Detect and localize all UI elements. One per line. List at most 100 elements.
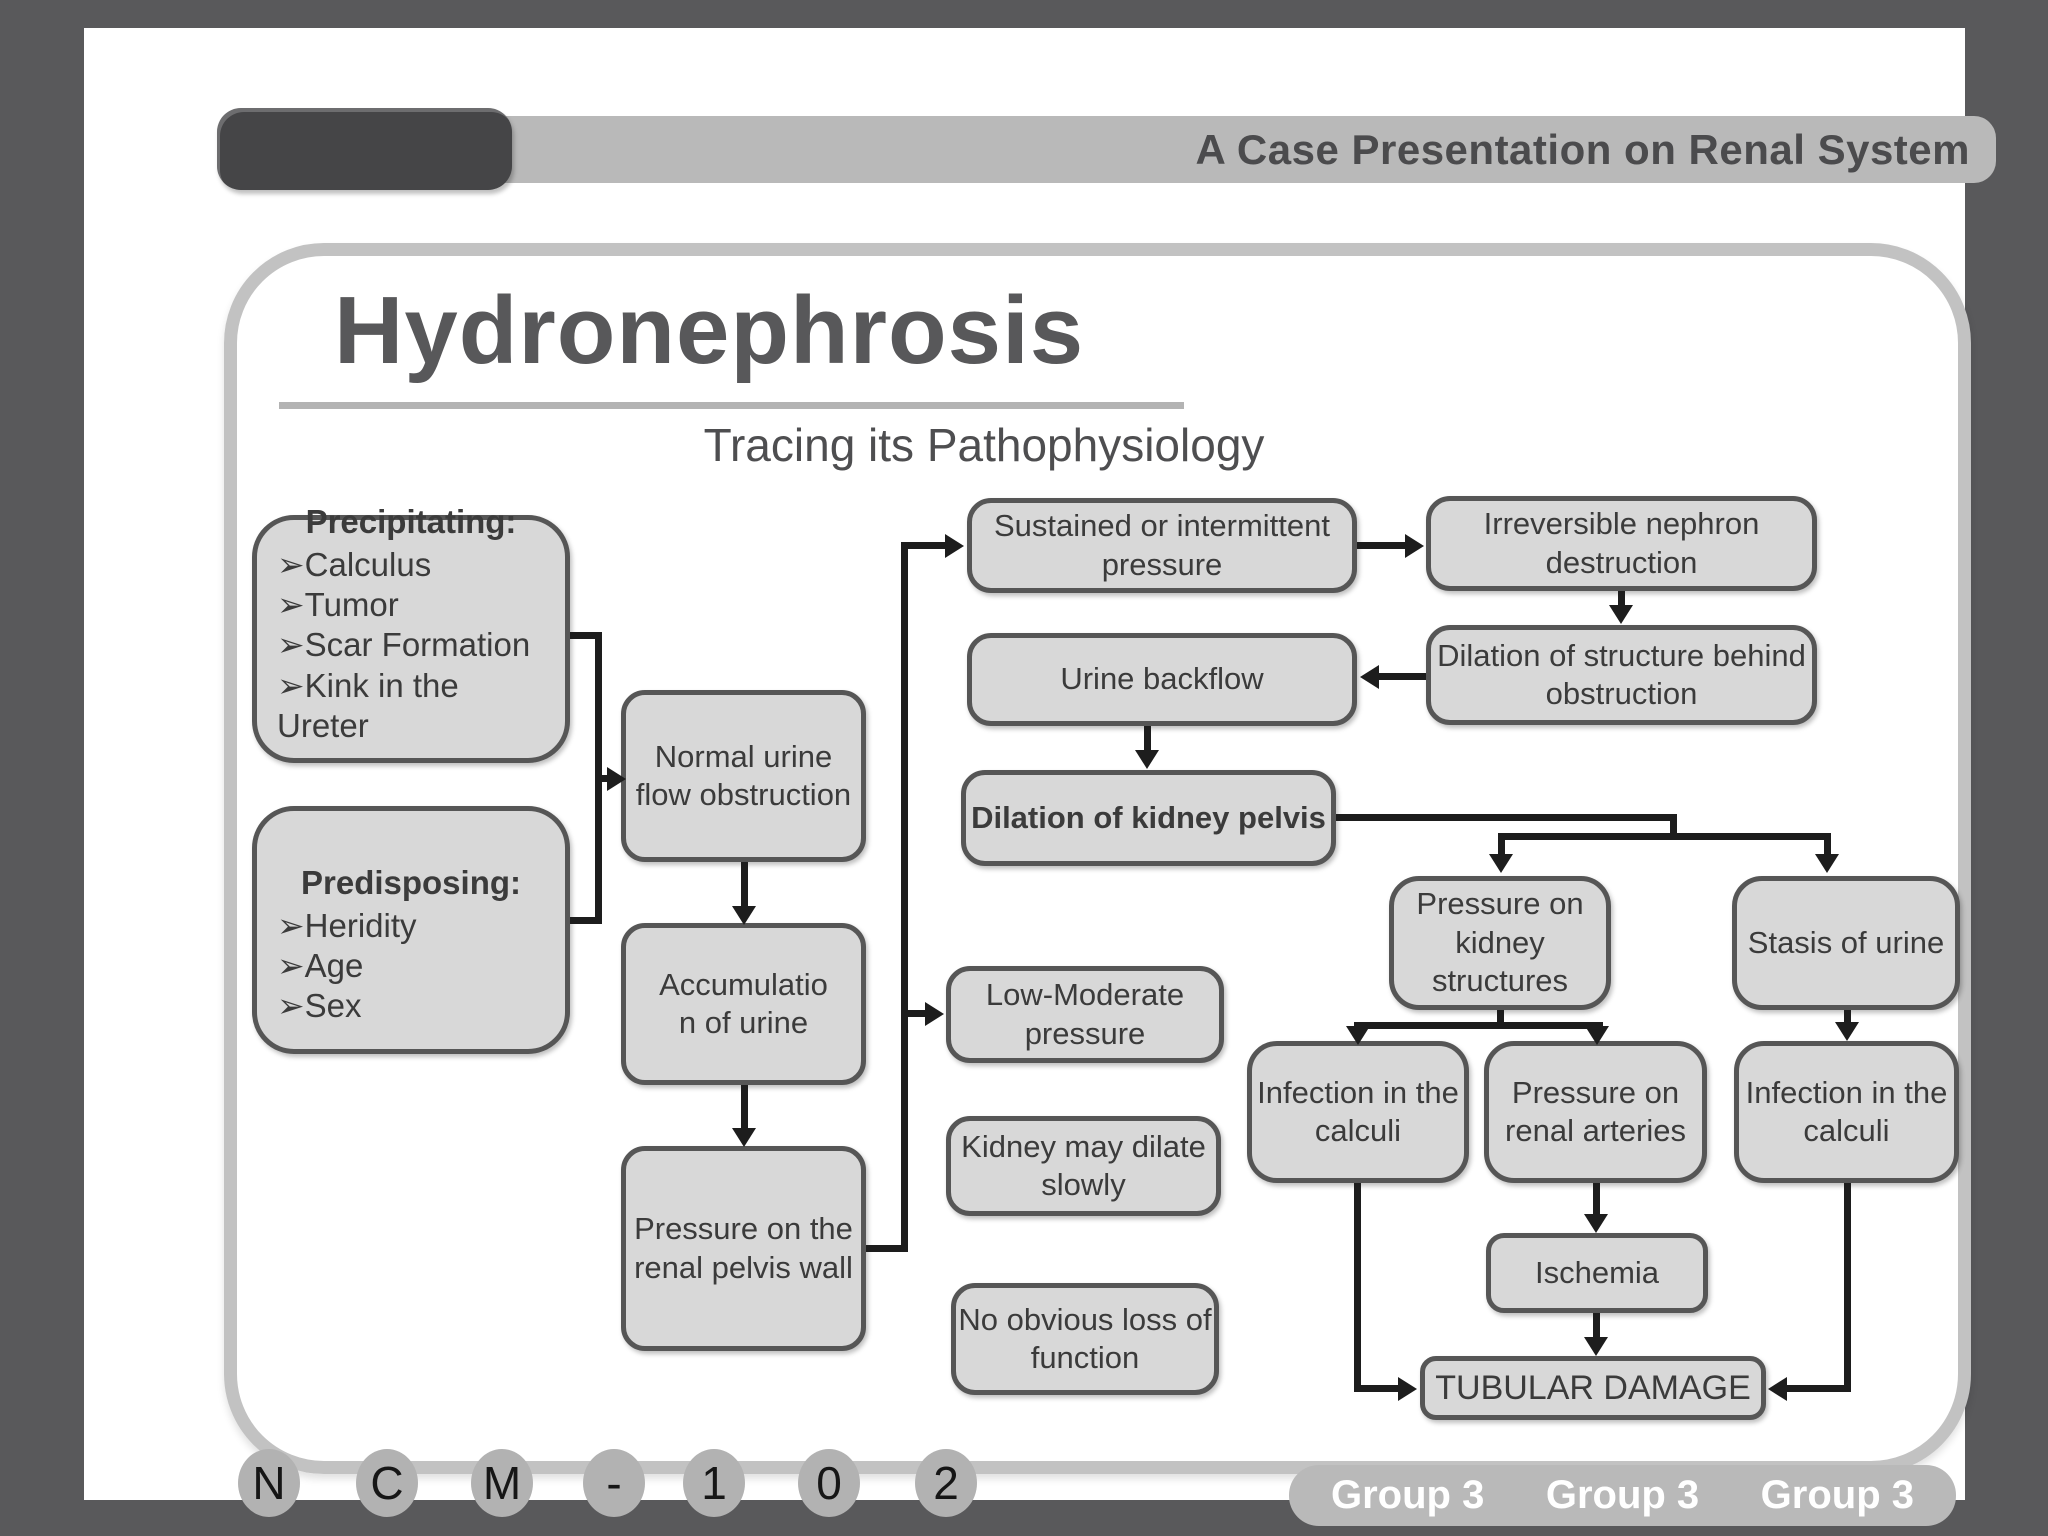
connector-line bbox=[1498, 833, 1831, 840]
connector-line bbox=[741, 1085, 748, 1131]
node-accumulation-of-urine: Accumulatio n of urine bbox=[621, 923, 866, 1085]
node-ischemia: Ischemia bbox=[1486, 1233, 1708, 1313]
arrowhead bbox=[1584, 1214, 1608, 1233]
node-precipitating: Precipitating: ➢Calculus ➢Tumor ➢Scar Fo… bbox=[252, 503, 570, 763]
node-irreversible-nephron-destruction: Irreversible nephron destruction bbox=[1426, 496, 1817, 591]
node-normal-urine-flow-obstruction: Normal urine flow obstruction bbox=[621, 690, 866, 862]
connector-line bbox=[901, 545, 908, 1252]
connector-line bbox=[570, 632, 602, 639]
connector-line bbox=[1824, 833, 1831, 857]
node-sustained-pressure: Sustained or intermittent pressure bbox=[967, 498, 1357, 593]
connector-line bbox=[1354, 1183, 1361, 1392]
connector-line bbox=[1844, 1010, 1851, 1026]
connector-line bbox=[866, 1245, 908, 1252]
connector-line bbox=[1844, 1183, 1851, 1392]
node-label: Pressure on the renal pelvis wall bbox=[634, 1211, 853, 1285]
connector-line bbox=[595, 775, 609, 782]
arrowhead bbox=[1346, 1026, 1370, 1045]
node-label: Ischemia bbox=[1534, 1254, 1660, 1290]
node-label: Accumulatio n of urine bbox=[659, 966, 828, 1040]
header-accent-box bbox=[217, 108, 512, 190]
node-label: Normal urine flow obstruction bbox=[635, 738, 852, 812]
badge-letter: 0 bbox=[798, 1449, 860, 1517]
arrowhead bbox=[1815, 854, 1839, 873]
arrowhead bbox=[925, 1002, 944, 1026]
arrowhead bbox=[1835, 1022, 1859, 1041]
node-pressure-renal-arteries: Pressure on renal arteries bbox=[1484, 1041, 1707, 1183]
connector-line bbox=[1354, 1022, 1603, 1029]
node-dilation-kidney-pelvis: Dilation of kidney pelvis bbox=[961, 770, 1336, 866]
group-label: Group 3 bbox=[1331, 1473, 1485, 1517]
arrowhead bbox=[607, 767, 626, 791]
node-label: Kidney may dilate slowly bbox=[961, 1128, 1206, 1202]
badge-letter: C bbox=[356, 1449, 418, 1517]
header-title: A Case Presentation on Renal System bbox=[1195, 125, 1970, 173]
node-label: Dilation of structure behind obstruction bbox=[1437, 637, 1806, 711]
arrowhead bbox=[732, 906, 756, 925]
group-credit-bar: Group 3 Group 3 Group 3 bbox=[1289, 1465, 1956, 1526]
node-stasis-of-urine: Stasis of urine bbox=[1732, 876, 1960, 1010]
connector-line bbox=[1378, 673, 1426, 680]
arrowhead bbox=[1585, 1026, 1609, 1045]
arrowhead bbox=[1135, 750, 1159, 769]
node-predisposing-items: ➢Heridity ➢Age ➢Sex bbox=[277, 906, 417, 1025]
badge-letter: N bbox=[238, 1449, 300, 1517]
arrowhead bbox=[732, 1128, 756, 1147]
node-label: Sustained or intermittent pressure bbox=[993, 508, 1330, 582]
connector-line bbox=[1670, 814, 1677, 840]
header-bar: A Case Presentation on Renal System bbox=[217, 116, 1996, 183]
node-label: Low-Moderate pressure bbox=[985, 977, 1185, 1051]
node-label: TUBULAR DAMAGE bbox=[1435, 1368, 1751, 1407]
node-label: Urine backflow bbox=[1060, 661, 1264, 697]
group-label: Group 3 bbox=[1545, 1473, 1700, 1517]
arrowhead bbox=[945, 534, 964, 558]
node-label: Pressure on kidney structures bbox=[1416, 886, 1584, 999]
node-label: Dilation of kidney pelvis bbox=[971, 799, 1326, 835]
node-predisposing: Predisposing: ➢Heridity ➢Age ➢Sex bbox=[252, 806, 570, 1054]
node-dilation-structure-behind-obstruction: Dilation of structure behind obstruction bbox=[1426, 625, 1817, 725]
connector-line bbox=[1336, 814, 1677, 821]
badge-letter: 2 bbox=[915, 1449, 977, 1517]
node-label: No obvious loss of function bbox=[958, 1301, 1212, 1375]
node-pressure-renal-pelvis-wall: Pressure on the renal pelvis wall bbox=[621, 1146, 866, 1351]
group-label: Group 3 bbox=[1760, 1473, 1914, 1517]
connector-line bbox=[901, 542, 947, 549]
connector-line bbox=[741, 862, 748, 910]
node-kidney-may-dilate-slowly: Kidney may dilate slowly bbox=[946, 1116, 1221, 1216]
connector-line bbox=[1593, 1183, 1600, 1219]
connector-line bbox=[1357, 542, 1407, 549]
node-label: Infection in the calculi bbox=[1257, 1074, 1459, 1148]
node-precipitating-items: ➢Calculus ➢Tumor ➢Scar Formation ➢Kink i… bbox=[277, 545, 531, 744]
node-predisposing-title: Predisposing: bbox=[300, 864, 522, 901]
arrowhead bbox=[1609, 605, 1633, 624]
node-low-moderate-pressure: Low-Moderate pressure bbox=[946, 966, 1224, 1063]
content-frame bbox=[224, 243, 1971, 1474]
arrowhead bbox=[1398, 1377, 1417, 1401]
arrowhead bbox=[1584, 1337, 1608, 1356]
node-urine-backflow: Urine backflow bbox=[967, 633, 1357, 726]
node-infection-calculi-right: Infection in the calculi bbox=[1734, 1041, 1959, 1183]
badge-letter: - bbox=[583, 1449, 645, 1517]
connector-line bbox=[1618, 591, 1625, 609]
subtitle: Tracing its Pathophysiology bbox=[703, 419, 1265, 471]
connector-line bbox=[1144, 726, 1151, 754]
connector-line bbox=[1497, 1010, 1504, 1028]
arrowhead bbox=[1360, 665, 1379, 689]
node-precipitating-title: Precipitating: bbox=[305, 503, 517, 540]
arrowhead bbox=[1489, 854, 1513, 873]
node-label: Pressure on renal arteries bbox=[1505, 1074, 1686, 1148]
connector-line bbox=[1593, 1313, 1600, 1341]
arrowhead bbox=[1768, 1377, 1787, 1401]
connector-line bbox=[1498, 833, 1505, 857]
connector-line bbox=[1787, 1385, 1849, 1392]
badge-letter: 1 bbox=[683, 1449, 745, 1517]
node-pressure-kidney-structures: Pressure on kidney structures bbox=[1389, 876, 1611, 1010]
node-label: Irreversible nephron destruction bbox=[1483, 506, 1760, 580]
slide-background: A Case Presentation on Renal System Hydr… bbox=[84, 28, 1996, 1526]
connector-line bbox=[1354, 1385, 1400, 1392]
node-label: Infection in the calculi bbox=[1745, 1074, 1948, 1148]
node-tubular-damage: TUBULAR DAMAGE bbox=[1420, 1356, 1766, 1420]
title-underline bbox=[279, 402, 1184, 409]
node-label: Stasis of urine bbox=[1747, 924, 1945, 960]
